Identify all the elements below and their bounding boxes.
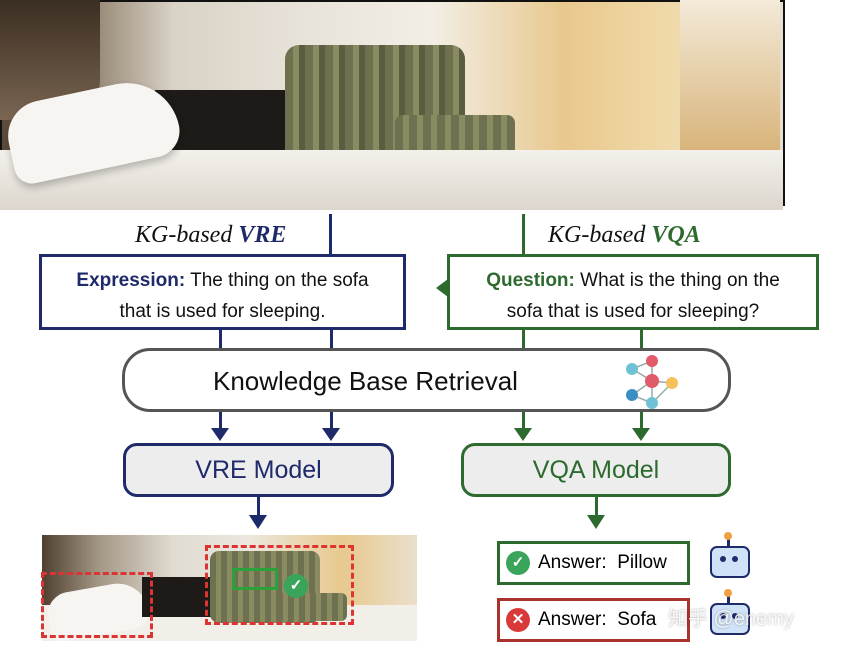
arrow-down xyxy=(322,428,340,441)
answer-label: Answer: xyxy=(538,552,607,573)
nightstand xyxy=(142,577,222,617)
kb-to-vqa-a xyxy=(522,412,525,430)
vre-model: VRE Model xyxy=(123,443,394,497)
network-graph-icon xyxy=(626,355,678,409)
candidate-box-sofa xyxy=(205,545,354,625)
arrow-down xyxy=(249,515,267,529)
question-text-1: What is the thing on the xyxy=(574,270,780,291)
watermark: 知乎 @enemy xyxy=(668,608,794,630)
vqa-line-a xyxy=(522,330,525,350)
answer-value: Pillow xyxy=(617,552,667,573)
expression-text-1: The thing on the sofa xyxy=(185,270,369,291)
kb-to-vqa-b xyxy=(640,412,643,430)
vqa-model: VQA Model xyxy=(461,443,731,497)
arrow-down xyxy=(587,515,605,529)
expression-text-2: that is used for sleeping. xyxy=(119,301,326,322)
question-text-2: sofa that is used for sleeping? xyxy=(506,301,760,322)
vre-output-line xyxy=(257,497,260,517)
question-label: Question: xyxy=(486,270,575,291)
cross-icon: ✕ xyxy=(506,608,530,632)
bedroom-photo xyxy=(0,0,785,210)
expression-label: Expression: xyxy=(76,270,186,291)
answer-label: Answer: xyxy=(538,609,607,630)
ottoman xyxy=(277,593,347,621)
answer-wrong: ✕ Answer: Sofa xyxy=(497,598,690,642)
expression-box: Expression: The thing on the sofa that i… xyxy=(39,254,406,330)
vre-header: KG-based VRE xyxy=(135,222,287,248)
robot-icon xyxy=(710,589,750,635)
vre-line-a xyxy=(219,330,222,350)
check-icon: ✓ xyxy=(506,551,530,575)
kb-to-vre-b xyxy=(330,412,333,430)
vqa-output-line xyxy=(595,497,598,517)
kb-label: Knowledge Base Retrieval xyxy=(213,366,518,396)
vqa-line-b xyxy=(640,330,643,350)
robot-icon xyxy=(710,532,750,578)
doorway xyxy=(680,0,780,150)
vqa-header: KG-based VQA xyxy=(548,222,701,248)
knowledge-base-retrieval: Knowledge Base Retrieval xyxy=(122,348,731,412)
answer-correct: ✓ Answer: Pillow xyxy=(497,541,690,585)
vre-connector xyxy=(329,214,332,254)
arrow-down xyxy=(632,428,650,441)
vqa-connector xyxy=(522,214,525,254)
selected-box xyxy=(232,568,278,590)
nightstand xyxy=(155,90,305,160)
arrow-down xyxy=(514,428,532,441)
answer-value: Sofa xyxy=(617,609,657,630)
vre-line-b xyxy=(330,330,333,350)
candidate-box-pillow xyxy=(41,572,153,638)
kb-to-vre-a xyxy=(219,412,222,430)
question-notch xyxy=(436,279,448,297)
check-icon: ✓ xyxy=(284,574,308,598)
question-box: Question: What is the thing on the sofa … xyxy=(447,254,819,330)
arrow-down xyxy=(211,428,229,441)
